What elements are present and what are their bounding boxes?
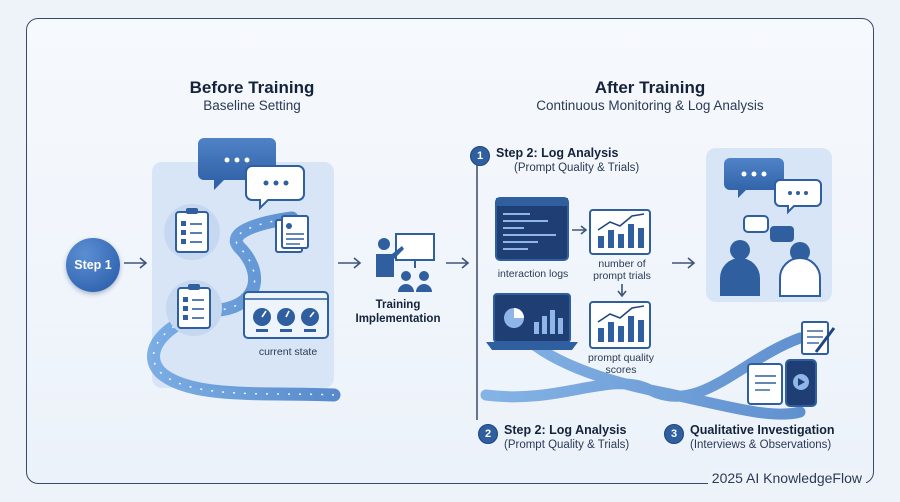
interview-chat-icon bbox=[724, 158, 822, 242]
step-3-heading: Qualitative Investigation (Interviews & … bbox=[690, 423, 860, 452]
quality-chart-icon bbox=[589, 301, 651, 349]
step-2-bottom-heading: Step 2: Log Analysis (Prompt Quality & T… bbox=[504, 423, 664, 452]
step-2-bottom-title: Step 2: Log Analysis bbox=[504, 423, 627, 437]
prompt-trials-label: number of prompt trials bbox=[580, 258, 664, 282]
step-3-subtitle: (Interviews & Observations) bbox=[690, 439, 832, 451]
prompt-scores-label: prompt quality scores bbox=[576, 352, 666, 376]
step-3-title: Qualitative Investigation bbox=[690, 423, 835, 437]
trainer-presentation-icon bbox=[376, 233, 435, 292]
prompt-scores-line-1: prompt quality bbox=[588, 352, 654, 364]
log-terminal-icon bbox=[495, 197, 569, 261]
after-subtitle: Continuous Monitoring & Log Analysis bbox=[536, 98, 764, 113]
dashboard-gauges-icon bbox=[243, 291, 329, 339]
checklist-icon bbox=[164, 204, 220, 260]
interview-people-icon bbox=[720, 240, 821, 297]
flow-arrows bbox=[124, 225, 696, 298]
notes-icon bbox=[801, 321, 836, 355]
after-title: After Training bbox=[594, 78, 706, 97]
step-1-badge: Step 1 bbox=[66, 238, 120, 292]
training-label: Training Implementation bbox=[352, 298, 444, 326]
step-number-2: 2 bbox=[478, 424, 498, 444]
checklist-icon bbox=[166, 280, 222, 336]
chat-bubble-icon bbox=[198, 138, 305, 211]
trials-chart-icon bbox=[589, 209, 651, 255]
interaction-logs-label: interaction logs bbox=[497, 268, 569, 280]
prompt-trials-line-1: number of bbox=[598, 258, 646, 270]
before-subtitle: Baseline Setting bbox=[203, 98, 301, 113]
current-state-label: current state bbox=[258, 346, 318, 358]
footer-credit: 2025 AI KnowledgeFlow bbox=[707, 470, 866, 486]
training-line-1: Training bbox=[375, 299, 421, 311]
step-2-top-title: Step 2: Log Analysis bbox=[496, 146, 619, 160]
step-number-1: 1 bbox=[470, 146, 490, 166]
document-icon bbox=[275, 215, 309, 253]
step-number-3: 3 bbox=[664, 424, 684, 444]
before-title: Before Training bbox=[189, 78, 315, 97]
prompt-scores-line-2: scores bbox=[605, 364, 637, 376]
video-tablet-icon bbox=[785, 359, 817, 407]
step-2-top-heading: Step 2: Log Analysis (Prompt Quality & T… bbox=[496, 146, 676, 175]
laptop-analytics-icon bbox=[486, 293, 578, 350]
prompt-trials-line-2: prompt trials bbox=[593, 270, 651, 282]
step-2-bottom-subtitle: (Prompt Quality & Trials) bbox=[504, 439, 630, 451]
training-line-2: Implementation bbox=[355, 313, 441, 325]
notebook-icon bbox=[747, 363, 783, 405]
step-2-top-subtitle: (Prompt Quality & Trials) bbox=[514, 162, 640, 174]
